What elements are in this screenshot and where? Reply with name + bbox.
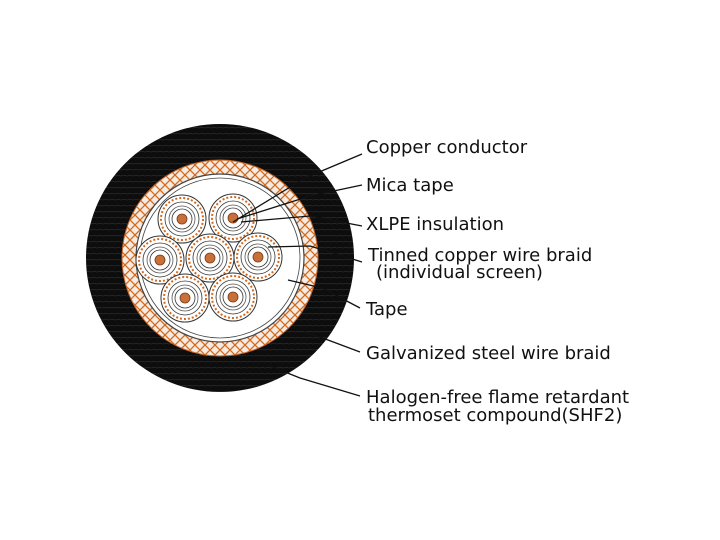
leader-xlpe-insulation xyxy=(240,215,363,227)
leader-sheath xyxy=(269,365,361,397)
label-tinned-braid-line1: Tinned copper wire braid xyxy=(368,245,593,266)
leader-mica-tape xyxy=(236,184,363,220)
insulated-core xyxy=(233,232,283,282)
leader-tape xyxy=(287,279,361,309)
insulated-core xyxy=(185,233,235,283)
insulated-core xyxy=(208,193,258,243)
label-sheath-line2: thermoset compound(SHF2) xyxy=(368,405,623,426)
leader-steel-braid xyxy=(303,331,361,353)
leader-tinned-braid xyxy=(267,245,363,263)
insulated-core xyxy=(208,272,258,322)
label-copper-conductor: Copper conductor xyxy=(366,137,528,158)
insulated-core xyxy=(135,235,185,285)
label-tape: Tape xyxy=(366,299,408,320)
label-xlpe-insulation: XLPE insulation xyxy=(366,214,505,235)
core-group xyxy=(135,193,283,323)
insulated-core xyxy=(157,194,207,244)
leader-copper-conductor xyxy=(232,153,363,223)
label-sheath-line1: Halogen-free flame retardant xyxy=(366,387,630,408)
label-steel-braid: Galvanized steel wire braid xyxy=(366,343,611,364)
label-tinned-braid-line2: (individual screen) xyxy=(376,262,543,283)
insulated-core xyxy=(160,273,210,323)
label-mica-tape: Mica tape xyxy=(366,175,454,196)
